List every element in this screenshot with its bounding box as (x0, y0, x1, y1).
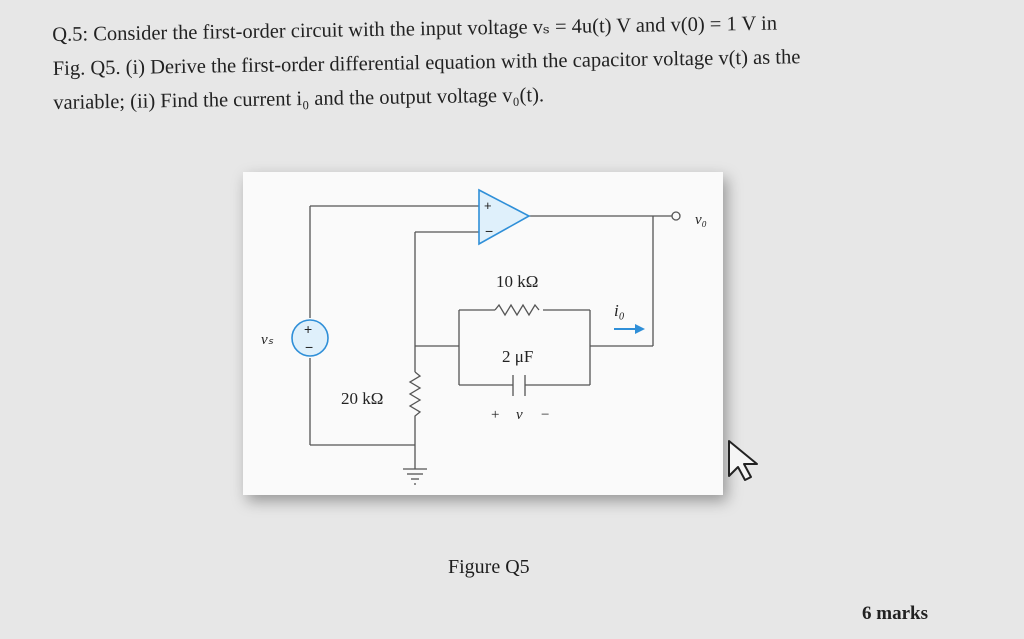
source-label: vₛ (261, 332, 274, 348)
voltage-source-symbol (291, 319, 329, 357)
ground-icon (403, 468, 427, 485)
circuit-wires (309, 205, 672, 469)
opamp-minus-label: − (485, 223, 493, 239)
current-arrow-icon (614, 324, 645, 334)
mouse-cursor-icon (726, 438, 762, 487)
opamp-symbol (478, 188, 531, 246)
capacitor-label: 2 μF (502, 347, 533, 366)
cap-voltage-minus: − (541, 407, 549, 423)
circuit-figure: + − + − 10 kΩ 2 μF 20 kΩ vₛ v₀ i₀ + v − (243, 172, 723, 495)
resistor-10k-label: 10 kΩ (496, 272, 538, 291)
resistor-20k-symbol (408, 371, 422, 422)
cap-voltage-plus: + (491, 407, 499, 423)
question-text: Q.5: Consider the first-order circuit wi… (52, 4, 968, 120)
marks-label: 6 marks (862, 603, 928, 624)
source-minus-label: − (305, 339, 313, 355)
opamp-plus-label: + (484, 198, 492, 213)
capacitor-symbol (512, 375, 526, 396)
cap-voltage-label: v (516, 407, 523, 423)
output-label: v₀ (695, 212, 707, 228)
resistor-20k-label: 20 kΩ (341, 389, 383, 408)
current-label: i₀ (614, 301, 625, 320)
figure-caption: Figure Q5 (448, 556, 530, 578)
resistor-10k-symbol (494, 303, 540, 317)
output-terminal (671, 211, 681, 221)
source-plus-label: + (304, 321, 312, 337)
circuit-diagram: + − + − 10 kΩ 2 μF 20 kΩ vₛ v₀ i₀ + v − (261, 188, 707, 485)
